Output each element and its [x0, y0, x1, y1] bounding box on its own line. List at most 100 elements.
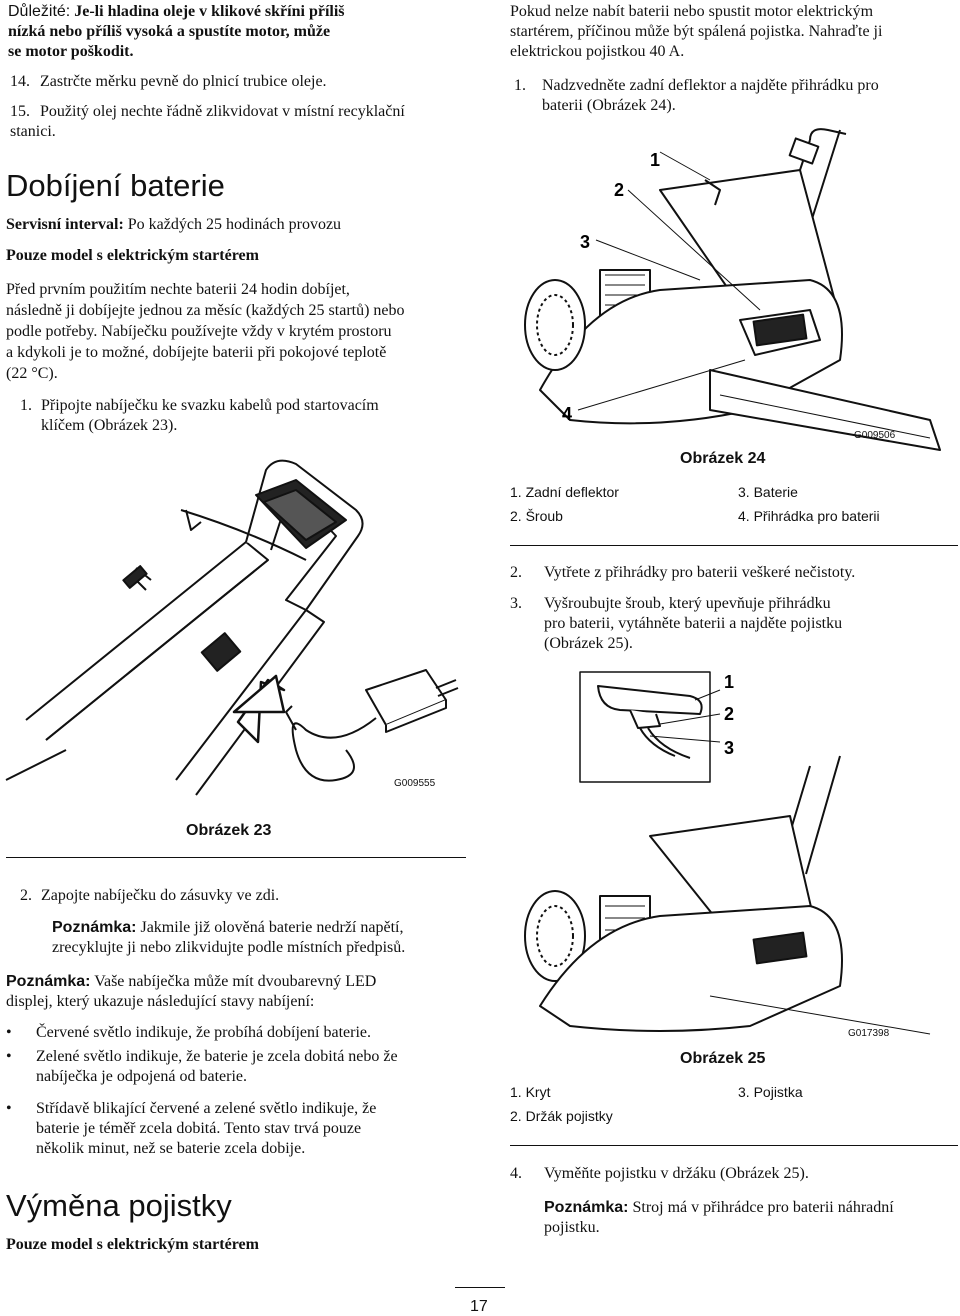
para-line: Před prvním použitím nechte baterii 24 h…: [6, 281, 350, 298]
step-text: baterii (Obrázek 24).: [542, 97, 676, 114]
service-interval: Servisní interval: Po každých 25 hodinác…: [6, 215, 466, 235]
step-4: 4. Vyměňte pojistku v držáku (Obrázek 25)…: [510, 1164, 958, 1184]
figure-23-caption: Obrázek 23: [186, 822, 272, 839]
important-text: se motor poškodit.: [8, 43, 134, 60]
para-line: startérem, příčinou může být spálená poj…: [510, 23, 883, 40]
note-text: pojistku.: [544, 1219, 600, 1236]
legend-number: 1.: [510, 1084, 522, 1100]
bullet-icon: •: [6, 1024, 12, 1041]
note-text: Jakmile již olověná baterie nedrží napět…: [140, 919, 404, 936]
para-line: Pokud nelze nabít baterii nebo spustit m…: [510, 3, 874, 20]
figure-24-code: G009506: [854, 430, 896, 441]
legend-text: Pojistka: [753, 1084, 803, 1100]
step-text: Zastrčte měrku pevně do plnicí trubice o…: [40, 73, 327, 90]
bullet-text: Červené světlo indikuje, že probíhá dobí…: [36, 1024, 371, 1041]
step-1: 1. Nadzvedněte zadní deflektor a najděte …: [514, 76, 958, 116]
bullet-text: Zelené světlo indikuje, že baterie je zc…: [36, 1048, 398, 1065]
step-text: Vytřete z přihrádky pro baterii veškeré …: [544, 564, 856, 581]
fuse-intro: Pokud nelze nabít baterii nebo spustit m…: [510, 2, 958, 62]
step-text: Připojte nabíječku ke svazku kabelů pod …: [41, 397, 379, 414]
service-value: Po každých 25 hodinách provozu: [127, 216, 342, 233]
bullet-icon: •: [6, 1100, 12, 1117]
divider: [6, 857, 466, 858]
important-text: nízká nebo příliš vysoká a spustíte moto…: [8, 23, 331, 40]
step-text: Vyměňte pojistku v držáku (Obrázek 25).: [544, 1165, 809, 1182]
step-number: 15.: [10, 103, 30, 120]
legend-number: 2.: [510, 1108, 522, 1124]
divider: [510, 1145, 958, 1146]
bullet-text: Střídavě blikající červené a zelené svět…: [36, 1100, 377, 1117]
note-spare-fuse: Poznámka: Stroj má v přihrádce pro bater…: [544, 1198, 958, 1238]
step-text: stanici.: [10, 123, 56, 140]
para-line: následně ji dobíjejte jednou za měsíc (k…: [6, 302, 405, 319]
bullet-icon: •: [6, 1048, 12, 1065]
step-number: 1.: [514, 77, 526, 94]
step-text: Zapojte nabíječku do zásuvky ve zdi.: [41, 887, 280, 904]
page-number: 17: [470, 1298, 488, 1315]
step-15: 15. Použitý olej nechte řádně zlikvidovat…: [10, 102, 468, 142]
legend-number: 3.: [738, 1084, 750, 1100]
note-2: Poznámka: Vaše nabíječka může mít dvouba…: [6, 972, 466, 1012]
para-line: elektrickou pojistkou 40 A.: [510, 43, 685, 60]
step-1: 1. Připojte nabíječku ke svazku kabelů po…: [20, 396, 466, 436]
important-note: Důležité: Je-li hladina oleje v klikové …: [8, 2, 466, 62]
step-number: 1.: [20, 397, 32, 414]
note-text: Stroj má v přihrádce pro baterii náhradn…: [632, 1199, 894, 1216]
note-text: zrecyklujte ji nebo zlikvidujte podle mí…: [52, 939, 406, 956]
figure-23-code: G009555: [394, 778, 436, 789]
note-1: Poznámka: Jakmile již olověná baterie ne…: [52, 918, 466, 958]
note-text: displej, který ukazuje následující stavy…: [6, 993, 315, 1010]
important-label: Důležité:: [8, 3, 71, 20]
step-2: 2. Zapojte nabíječku do zásuvky ve zdi.: [20, 886, 466, 906]
legend-text: Kryt: [525, 1084, 551, 1100]
bullet-list: • Červené světlo indikuje, že probíhá do…: [6, 1023, 466, 1159]
figure-24-illustration: 1 2 3 4: [524, 128, 941, 451]
note-label: Poznámka:: [544, 1199, 629, 1216]
step-text: klíčem (Obrázek 23).: [41, 417, 178, 434]
step-text: (Obrázek 25).: [544, 635, 633, 652]
legend-text: Zadní deflektor: [525, 484, 619, 500]
legend-text: Baterie: [753, 484, 798, 500]
divider: [510, 545, 958, 546]
step-text: Nadzvedněte zadní deflektor a najděte př…: [542, 77, 879, 94]
figure-25-code: G017398: [848, 1028, 890, 1039]
legend-text: Držák pojistky: [525, 1108, 613, 1124]
fig25-callout-3: 3: [724, 738, 734, 758]
step-number: 2.: [510, 564, 522, 581]
step-number: 4.: [510, 1165, 522, 1182]
step-number: 2.: [20, 887, 32, 904]
para-line: a kdykoli je to možné, dobíjejte baterii…: [6, 344, 387, 361]
figure-24-caption: Obrázek 24: [680, 450, 766, 467]
footer-rule: [455, 1287, 505, 1288]
legend-number: 1.: [510, 484, 522, 500]
section-title-2: Výměna pojistky: [6, 1188, 232, 1223]
legend-number: 3.: [738, 484, 750, 500]
fig25-callout-1: 1: [724, 672, 734, 692]
bullet-text: baterie je téměř zcela dobitá. Tento sta…: [36, 1120, 362, 1137]
legend-number: 4.: [738, 508, 750, 524]
model-note-2: Pouze model s elektrickým startérem: [6, 1236, 259, 1253]
step-number: 14.: [10, 73, 30, 90]
charging-paragraph: Před prvním použitím nechte baterii 24 h…: [6, 279, 466, 384]
step-text: Vyšroubujte šroub, který upevňuje přihrá…: [544, 595, 831, 612]
fig25-callout-2: 2: [724, 704, 734, 724]
note-label: Poznámka:: [52, 919, 137, 936]
step-text: pro baterii, vytáhněte baterii a najděte…: [544, 615, 843, 632]
list-item: • Střídavě blikající červené a zelené sv…: [6, 1099, 466, 1159]
fig24-callout-2: 2: [614, 180, 624, 200]
figure-23-illustration: [5, 459, 459, 796]
note-label: Poznámka:: [6, 973, 91, 990]
para-line: podle potřeby. Nabíječku používejte vždy…: [6, 323, 392, 340]
step-text: Použitý olej nechte řádně zlikvidovat v …: [40, 103, 405, 120]
fig24-callout-3: 3: [580, 232, 590, 252]
legend-text: Přihrádka pro baterii: [753, 508, 880, 524]
step-2: 2. Vytřete z přihrádky pro baterii vešker…: [510, 563, 958, 583]
step-3: 3.Vyšroubujte šroub, který upevňuje přih…: [510, 594, 958, 654]
list-item: • Zelené světlo indikuje, že baterie je …: [6, 1047, 466, 1093]
list-item: • Červené světlo indikuje, že probíhá do…: [6, 1023, 466, 1047]
section-title: Dobíjení baterie: [6, 168, 225, 203]
figure-25-caption: Obrázek 25: [680, 1050, 766, 1067]
model-note: Pouze model s elektrickým startérem: [6, 247, 259, 264]
legend-text: Šroub: [525, 508, 563, 524]
